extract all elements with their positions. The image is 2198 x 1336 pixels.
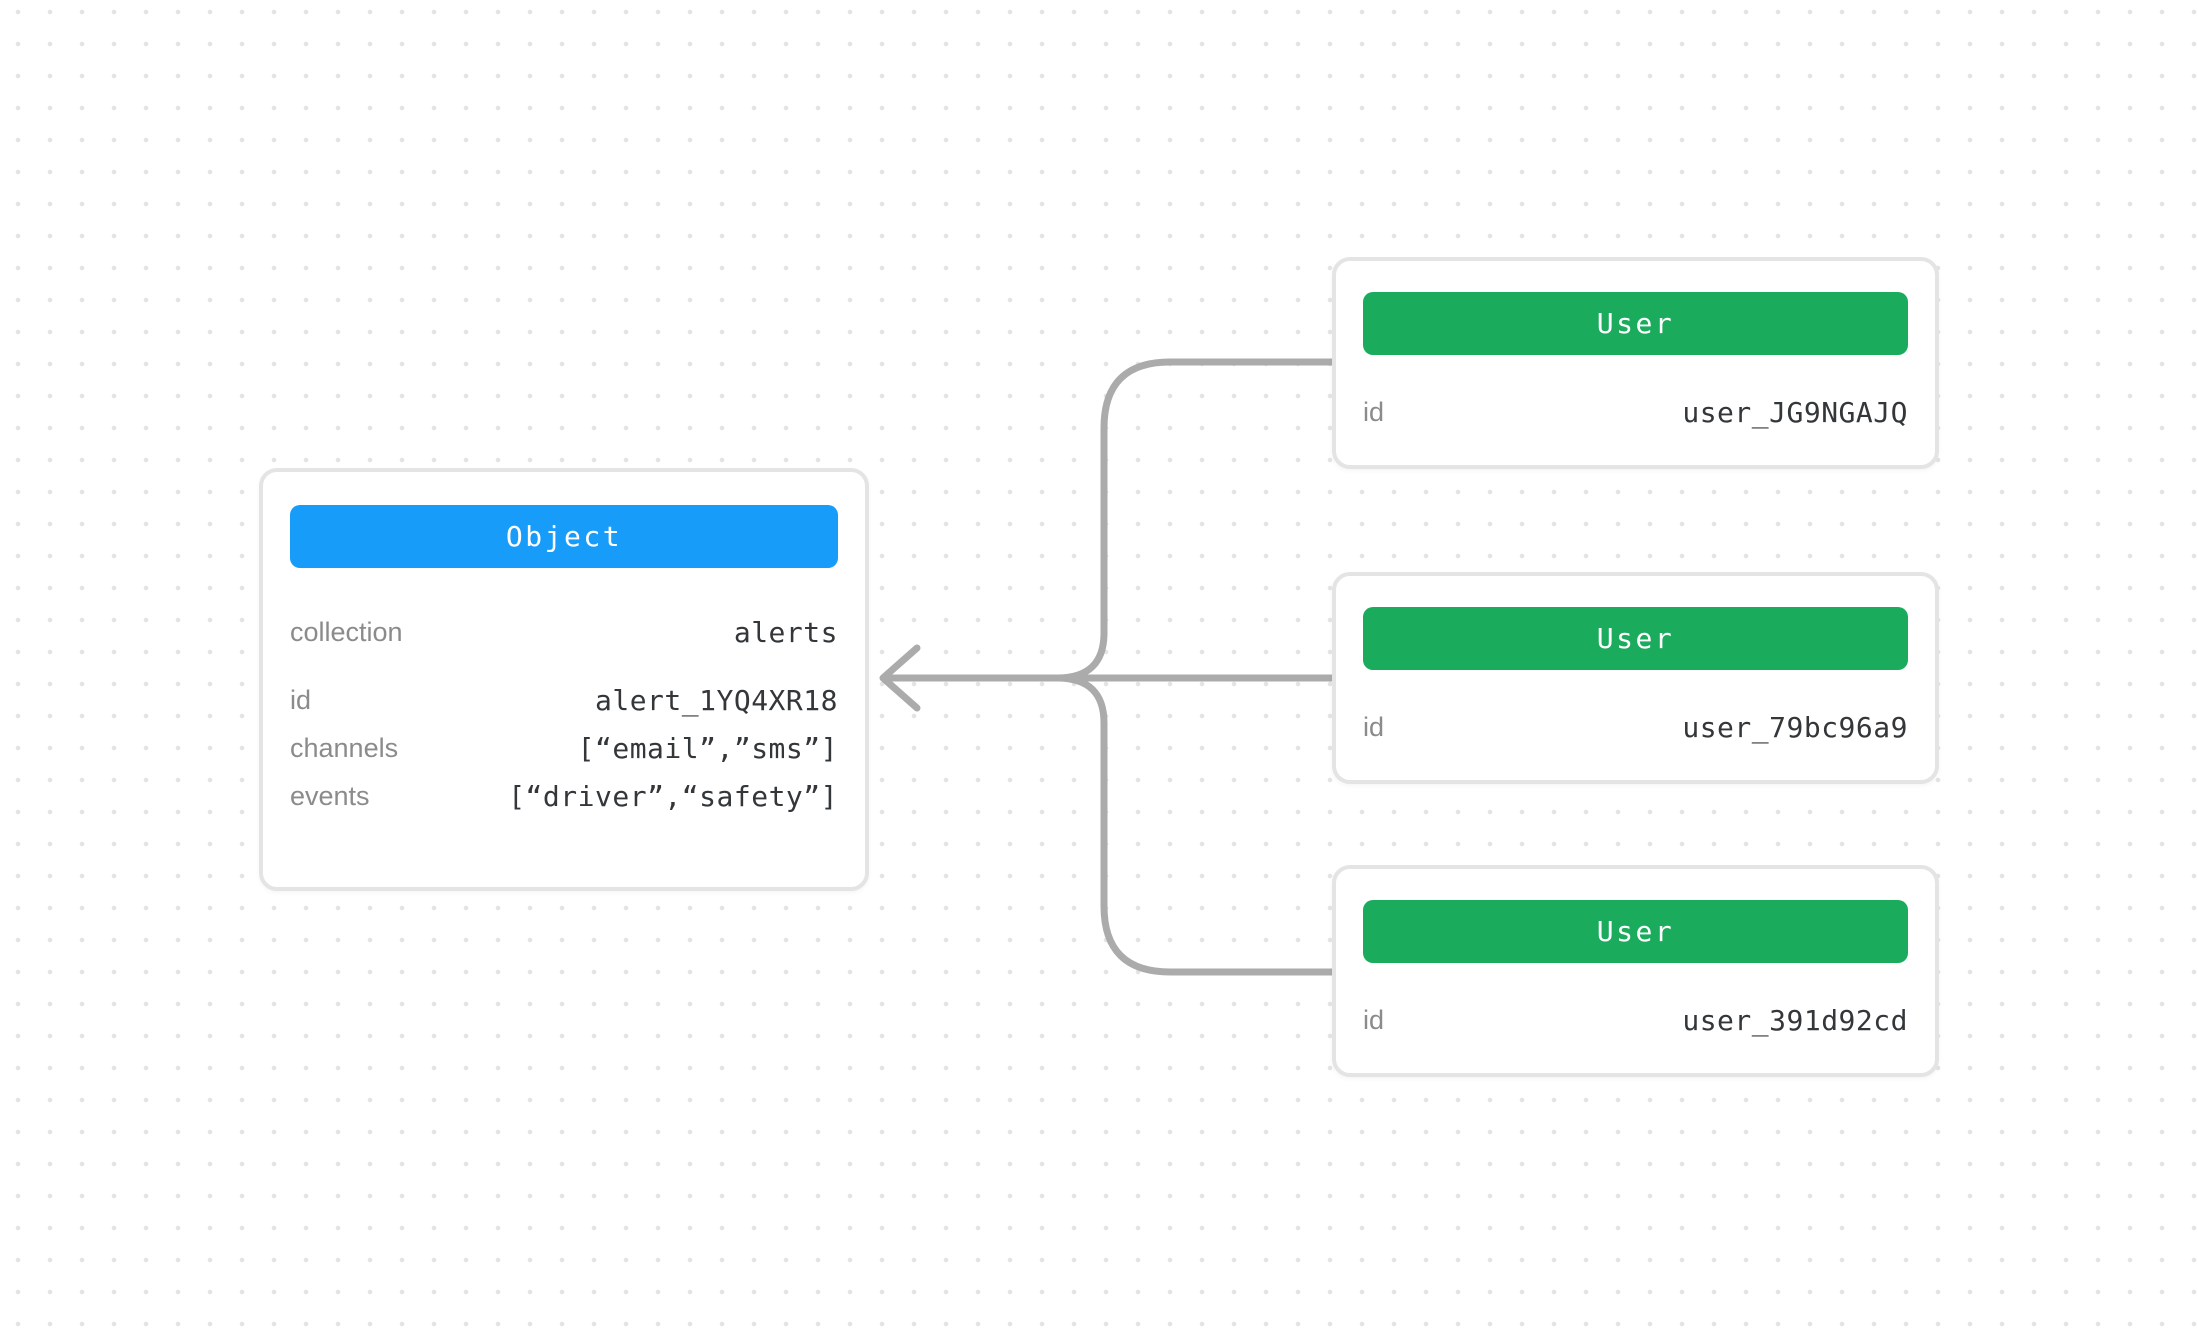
- field-label: id: [1363, 396, 1385, 427]
- field-value: user_79bc96a9: [1682, 710, 1908, 744]
- field-value: alerts: [733, 615, 838, 649]
- user-node-header: User: [1363, 292, 1908, 355]
- field-row-id: id user_391d92cd: [1363, 996, 1908, 1044]
- user-node-2[interactable]: User id user_79bc96a9: [1332, 572, 1939, 784]
- field-value: [“email”,”sms”]: [577, 731, 838, 765]
- field-value: user_391d92cd: [1682, 1003, 1908, 1037]
- user-node-fields: id user_391d92cd: [1363, 996, 1908, 1044]
- field-row-id: id alert_1YQ4XR18: [290, 676, 838, 724]
- user-node-header: User: [1363, 607, 1908, 670]
- field-value: alert_1YQ4XR18: [594, 683, 838, 717]
- field-label: id: [1363, 1004, 1385, 1035]
- object-node[interactable]: Object collection alerts id alert_1YQ4XR…: [259, 468, 869, 891]
- field-label: id: [1363, 711, 1385, 742]
- object-node-detail-group: id alert_1YQ4XR18 channels [“email”,”sms…: [290, 676, 838, 820]
- field-label: channels: [290, 732, 399, 763]
- field-label: events: [290, 780, 370, 811]
- field-row-id: id user_79bc96a9: [1363, 703, 1908, 751]
- field-row-events: events [“driver”,“safety”]: [290, 772, 838, 820]
- user-node-1[interactable]: User id user_JG9NGAJQ: [1332, 257, 1939, 469]
- user-node-fields: id user_JG9NGAJQ: [1363, 388, 1908, 436]
- field-value: user_JG9NGAJQ: [1682, 395, 1908, 429]
- connector-bottom-branch: [1053, 674, 1342, 976]
- user-node-fields: id user_79bc96a9: [1363, 703, 1908, 751]
- field-row-collection: collection alerts: [290, 608, 838, 656]
- field-value: [“driver”,“safety”]: [508, 779, 838, 813]
- connector-top-branch: [1053, 358, 1342, 682]
- object-node-fields: collection alerts id alert_1YQ4XR18 chan…: [290, 608, 838, 820]
- field-label: collection: [290, 616, 403, 647]
- field-row-id: id user_JG9NGAJQ: [1363, 388, 1908, 436]
- user-node-3[interactable]: User id user_391d92cd: [1332, 865, 1939, 1077]
- object-node-header: Object: [290, 505, 838, 568]
- user-node-header: User: [1363, 900, 1908, 963]
- arrowhead-left-icon: [879, 644, 921, 712]
- field-row-channels: channels [“email”,”sms”]: [290, 724, 838, 772]
- field-label: id: [290, 684, 312, 715]
